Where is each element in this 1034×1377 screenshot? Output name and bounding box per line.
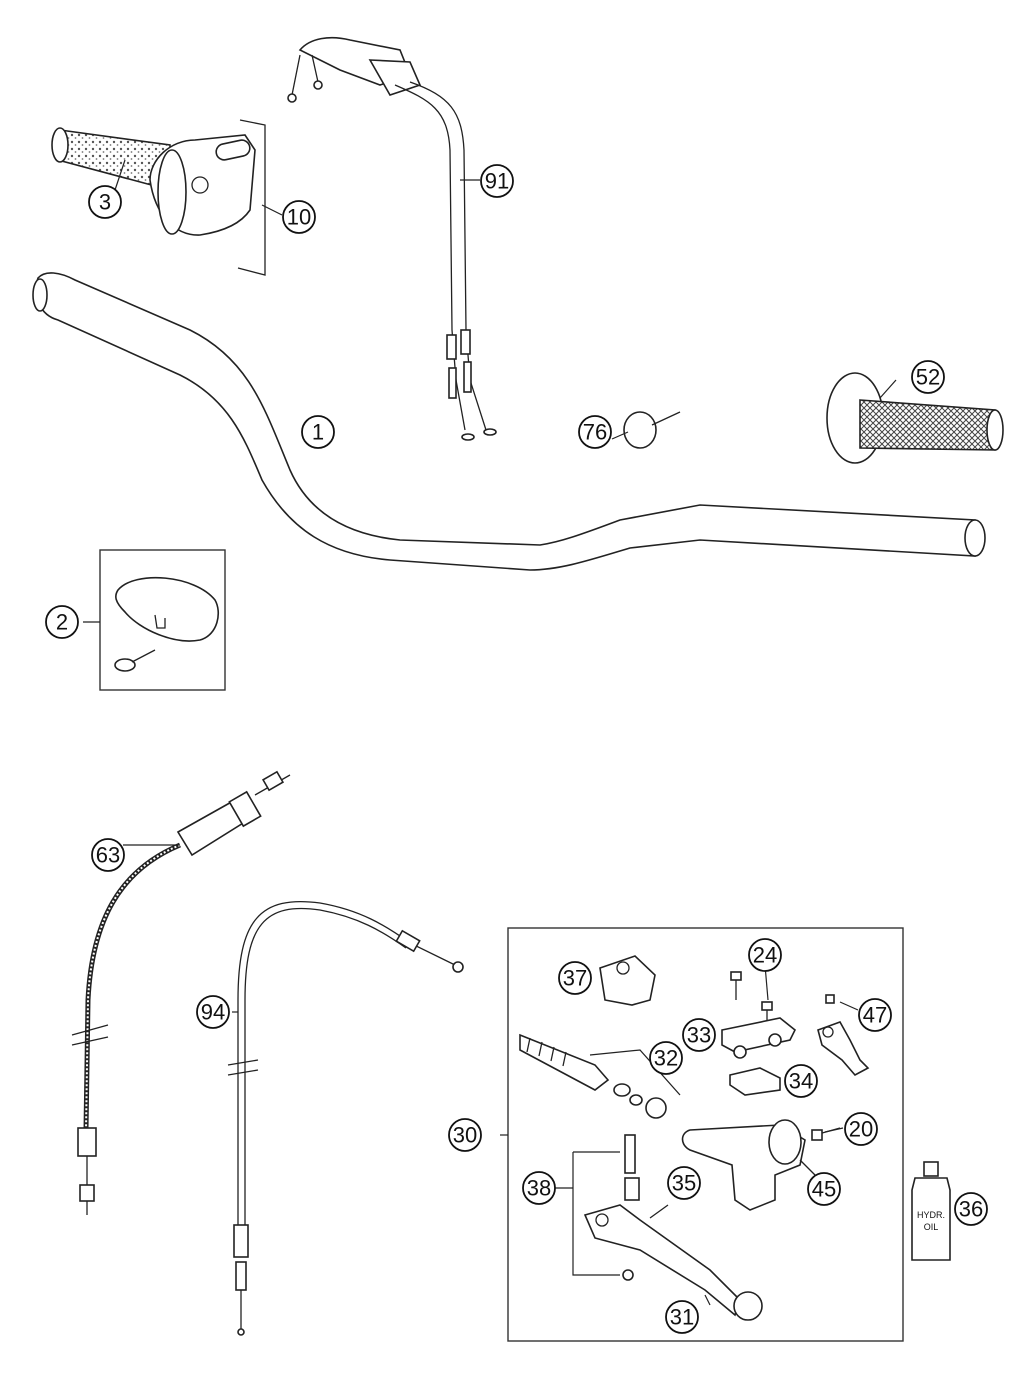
grip-left <box>826 372 1004 464</box>
callout-label: 33 <box>687 1023 711 1048</box>
callout-34: 34 <box>784 1064 818 1098</box>
callout-label: 3 <box>99 190 111 215</box>
callout-label: 1 <box>312 420 324 445</box>
clutch-cable <box>227 901 464 1336</box>
braided-line <box>71 770 291 1215</box>
callout-94: 94 <box>196 995 230 1029</box>
callout-91: 91 <box>480 164 514 198</box>
oil-bottle-label-line1: HYDR. <box>917 1210 945 1220</box>
callout-label: 32 <box>654 1046 678 1071</box>
callout-label: 47 <box>863 1003 887 1028</box>
callout-label: 63 <box>96 843 120 868</box>
master-cylinder-box <box>500 927 904 1342</box>
callout-3: 3 <box>88 185 122 219</box>
callout-label: 36 <box>959 1197 983 1222</box>
callout-1: 1 <box>301 415 335 449</box>
callout-label: 91 <box>485 169 509 194</box>
callout-38: 38 <box>522 1171 556 1205</box>
callout-76: 76 <box>578 415 612 449</box>
callout-36: 36 <box>954 1192 988 1226</box>
callout-label: 34 <box>789 1069 813 1094</box>
callout-47: 47 <box>858 998 892 1032</box>
callout-45: 45 <box>807 1172 841 1206</box>
callout-label: 38 <box>527 1176 551 1201</box>
callout-32: 32 <box>649 1041 683 1075</box>
hydraulic-oil-bottle: HYDR. OIL <box>911 1161 951 1261</box>
callout-10: 10 <box>282 200 316 234</box>
callout-label: 20 <box>849 1117 873 1142</box>
callout-37: 37 <box>558 961 592 995</box>
callout-label: 31 <box>670 1305 694 1330</box>
callout-20: 20 <box>844 1112 878 1146</box>
callout-24: 24 <box>748 938 782 972</box>
callout-label: 45 <box>812 1177 836 1202</box>
throttle-housing <box>149 119 266 276</box>
callout-label: 35 <box>672 1171 696 1196</box>
callout-label: 37 <box>563 966 587 991</box>
callout-63: 63 <box>91 838 125 872</box>
callout-label: 30 <box>453 1123 477 1148</box>
callout-30: 30 <box>448 1118 482 1152</box>
callout-label: 52 <box>916 365 940 390</box>
throttle-grip <box>51 127 171 192</box>
callout-33: 33 <box>682 1018 716 1052</box>
callout-35: 35 <box>667 1166 701 1200</box>
handlebar-pad-box <box>99 549 226 691</box>
callout-label: 2 <box>56 610 68 635</box>
callout-2: 2 <box>45 605 79 639</box>
callout-label: 24 <box>753 943 777 968</box>
cable-tie <box>623 411 681 449</box>
callout-52: 52 <box>911 360 945 394</box>
oil-bottle-label-line2: OIL <box>924 1222 939 1232</box>
callout-label: 76 <box>583 420 607 445</box>
throttle-cables <box>287 36 497 441</box>
callout-label: 94 <box>201 1000 225 1025</box>
handlebar <box>32 272 986 571</box>
callout-31: 31 <box>665 1300 699 1334</box>
callout-label: 10 <box>287 205 311 230</box>
